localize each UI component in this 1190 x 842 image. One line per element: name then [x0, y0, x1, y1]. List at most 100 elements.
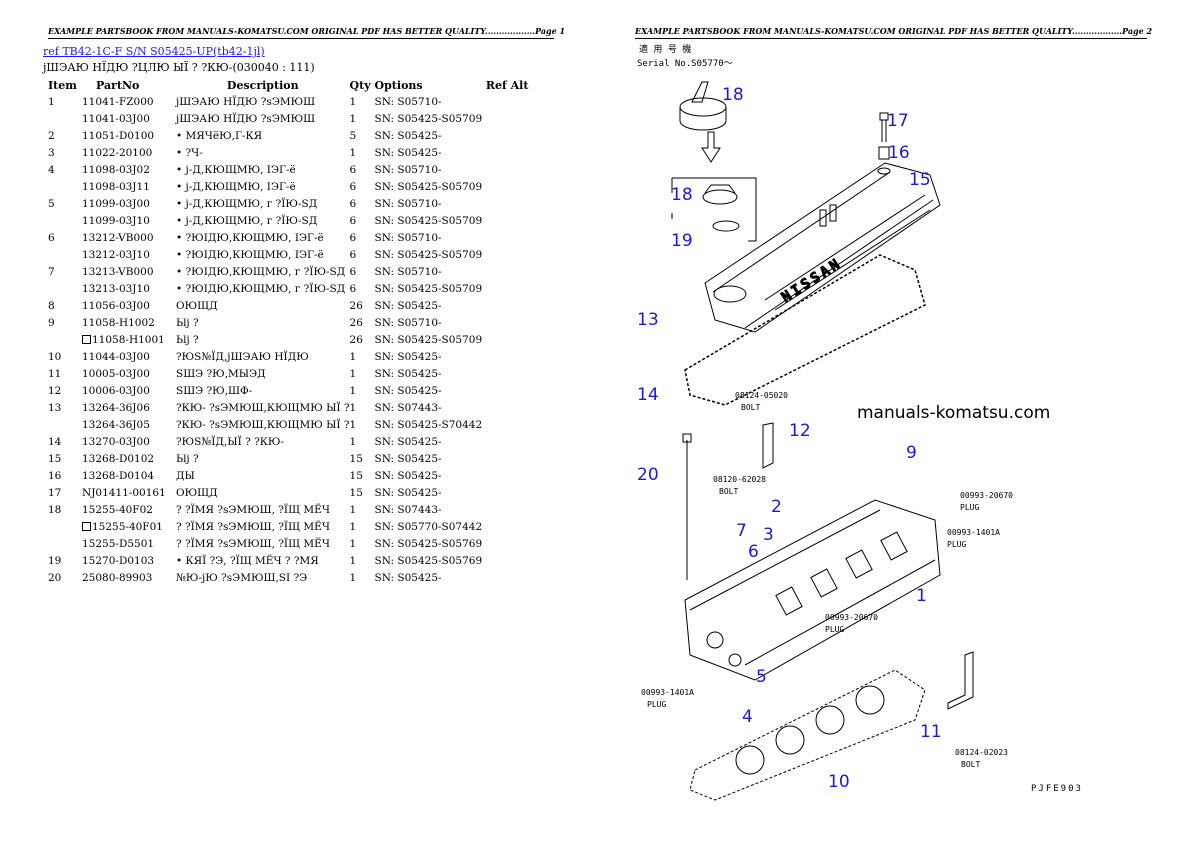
checkbox-icon	[82, 334, 91, 344]
part-code: 00993-20670	[825, 613, 878, 622]
part-ref-alt	[482, 416, 532, 433]
part-number: 11099-03J10	[82, 214, 150, 227]
callout-number: 4	[742, 707, 753, 727]
part-qty: 1	[349, 537, 357, 550]
part-ref-alt	[482, 501, 532, 518]
part-number: 10005-03J00	[82, 367, 150, 380]
part-ref-alt	[482, 110, 532, 127]
part-options: SN: S05425-	[374, 469, 442, 482]
part-number: 10006-03J00	[82, 384, 150, 397]
part-number-text: 11058-H1001	[92, 333, 165, 346]
part-number: 11098-03J11	[82, 180, 150, 193]
part-options: SN: S05425-	[374, 146, 442, 159]
serial-title: 適 用 号 機	[639, 43, 691, 55]
part-description: SШЭ ?Ю,ШФ-	[176, 384, 253, 397]
part-options: SN: S05710-	[374, 95, 442, 108]
item-number	[40, 416, 82, 433]
part-description: ОЮЩД	[176, 486, 218, 499]
part-options: SN: S05425-	[374, 384, 442, 397]
item-number: 5	[48, 197, 55, 210]
part-qty: 1	[349, 520, 357, 533]
cover-brand: NISSAN	[779, 255, 845, 306]
part-qty: 15	[349, 469, 363, 482]
part-ref-alt	[482, 178, 532, 195]
part-number: 11058-H1002	[82, 316, 155, 329]
part-number: 13268-D0102	[82, 452, 155, 465]
part-options: SN: S05425-S05709	[374, 333, 483, 346]
item-number: 8	[48, 299, 55, 312]
col-options: Options	[374, 78, 423, 92]
part-number: 13213-VB000	[82, 265, 154, 278]
part-options: SN: S05770-S07442	[374, 520, 483, 533]
part-qty: 1	[349, 418, 357, 431]
part-ref-alt	[482, 93, 532, 110]
part-options: SN: S05425-S05709	[374, 282, 483, 295]
part-description: Ьlј ?	[176, 452, 199, 465]
part-description: • ?ЮІДЮ,КЮЩМЮ, ІЭГ-ё	[176, 231, 324, 244]
item-number: 17	[48, 486, 62, 499]
part-options: SN: S07443-	[374, 401, 442, 414]
callout-number: 7	[736, 521, 747, 541]
item-number	[40, 518, 82, 535]
part-number: 11041-03J00	[82, 112, 150, 125]
part-description: • ј-Д,КЮЩМЮ, г ?ЇЮ-SД	[176, 214, 318, 227]
reference-link[interactable]: ref TB42-1C-F S/N S05425-UP(tb42-1jl)	[43, 45, 265, 58]
part-description: • МЯЧёЮ,Г-КЯ	[176, 129, 263, 142]
part-options: SN: S05425-	[374, 367, 442, 380]
part-options: SN: S05425-S05709	[374, 112, 483, 125]
callout-number: 14	[637, 385, 659, 405]
part-ref-alt	[482, 535, 532, 552]
part-qty: 6	[349, 282, 357, 295]
item-number: 16	[48, 469, 62, 482]
part-number: 13213-03J10	[82, 282, 150, 295]
part-name: PLUG	[647, 700, 666, 709]
part-description: ? ?ЇМЯ ?sЭМЮШ, ?ЇЩ МЁЧ	[176, 503, 330, 516]
cap-inset-drawing	[671, 177, 757, 242]
part-ref-alt	[482, 263, 532, 280]
item-number	[40, 331, 82, 348]
part-qty: 6	[349, 197, 357, 210]
part-qty: 6	[349, 248, 357, 261]
item-number	[40, 212, 82, 229]
part-name: BOLT	[719, 487, 738, 496]
part-ref-alt	[482, 433, 532, 450]
part-options: SN: S05425-	[374, 299, 442, 312]
callout-number: 16	[888, 143, 910, 163]
part-qty: 6	[349, 265, 357, 278]
part-name: PLUG	[947, 540, 966, 549]
part-ref-alt	[482, 144, 532, 161]
part-options: SN: S05425-S70442	[374, 418, 483, 431]
callout-number: 18	[671, 185, 693, 205]
page-header-2: EXAMPLE PARTSBOOK FROM MANUALS-KOMATSU.C…	[635, 26, 1152, 39]
part-description: • ?ЮІДЮ,КЮЩМЮ, г ?ЇЮ-SД	[176, 265, 346, 278]
col-qty: Qty	[349, 78, 371, 92]
part-number: 11056-03J00	[82, 299, 150, 312]
part-description: јШЭАЮ НЇДЮ ?sЭМЮШ	[176, 95, 316, 108]
part-description: ?КЮ- ?sЭМЮШ,КЮЩМЮ ЫЇ ?	[176, 401, 350, 414]
item-number: 15	[48, 452, 62, 465]
head-gasket-drawing	[689, 669, 926, 801]
filler-cap-drawing	[679, 81, 727, 163]
part-qty: 1	[349, 503, 357, 516]
part-qty: 1	[349, 554, 357, 567]
part-ref-alt	[482, 280, 532, 297]
bracket-11-drawing	[947, 651, 974, 710]
part-description: • ј-Д,КЮЩМЮ, ІЭГ-ё	[176, 163, 296, 176]
part-qty: 6	[349, 214, 357, 227]
part-description: • КЯЇ ?Э, ?ЇЩ МЁЧ ? ?МЯ	[176, 554, 319, 567]
part-options: SN: S05425-S05769	[374, 554, 483, 567]
